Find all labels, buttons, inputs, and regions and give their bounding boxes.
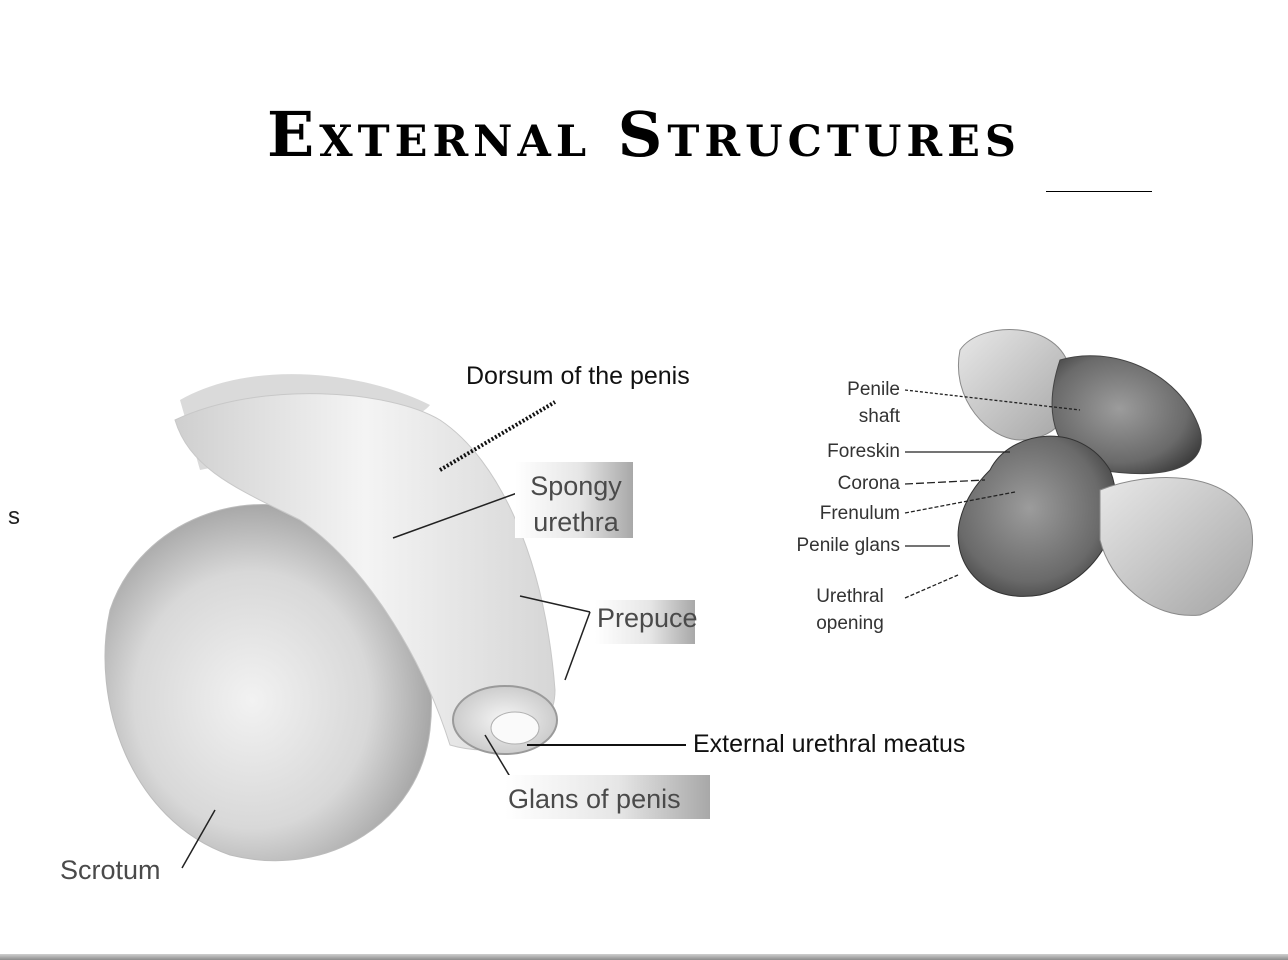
label-prepuce: Prepuce [597,603,698,634]
label-corona: Corona [808,470,900,497]
label-foreskin: Foreskin [808,438,900,465]
right-anatomy-photo [905,330,1253,616]
meatus-opening-shape [491,712,539,744]
label-scrotum: Scrotum [60,855,161,886]
label-external-urethral-meatus: External urethral meatus [693,730,965,759]
label-urethral-opening: Urethral opening [800,583,900,637]
label-glans-of-penis: Glans of penis [508,784,681,815]
label-spongy-urethra: Spongy urethra [522,468,630,540]
urethral-opening-leader-line [905,575,958,598]
label-penile-glans: Penile glans [760,532,900,559]
bottom-border [0,954,1288,960]
prepuce-leader-line-lower [565,612,590,680]
label-dorsum-of-penis: Dorsum of the penis [466,362,690,391]
lower-finger-shape [1100,478,1253,616]
label-frenulum: Frenulum [795,500,900,527]
corona-leader-line [905,480,985,484]
glans-photo-shape [958,436,1116,596]
label-penile-shaft: Penile shaft [820,376,900,430]
